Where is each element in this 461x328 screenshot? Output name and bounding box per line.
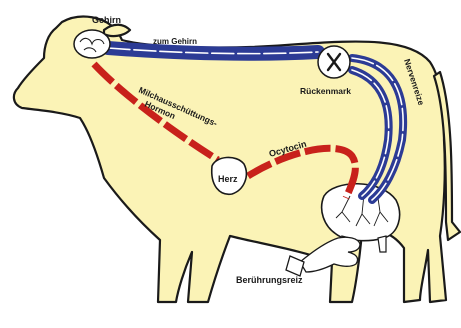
label-heart: Herz bbox=[218, 174, 238, 184]
label-to-brain: zum Gehirn bbox=[153, 37, 197, 46]
cow-ear bbox=[104, 25, 130, 36]
teat bbox=[378, 236, 386, 252]
hand-cuff bbox=[286, 256, 304, 276]
label-touch-stimulus: Berührungsreiz bbox=[236, 275, 303, 285]
spinal-cord-cross-section-icon bbox=[318, 46, 350, 78]
label-brain: Gehirn bbox=[92, 15, 121, 25]
brain-icon bbox=[74, 30, 110, 58]
label-spinal-cord: Rückenmark bbox=[300, 86, 351, 96]
